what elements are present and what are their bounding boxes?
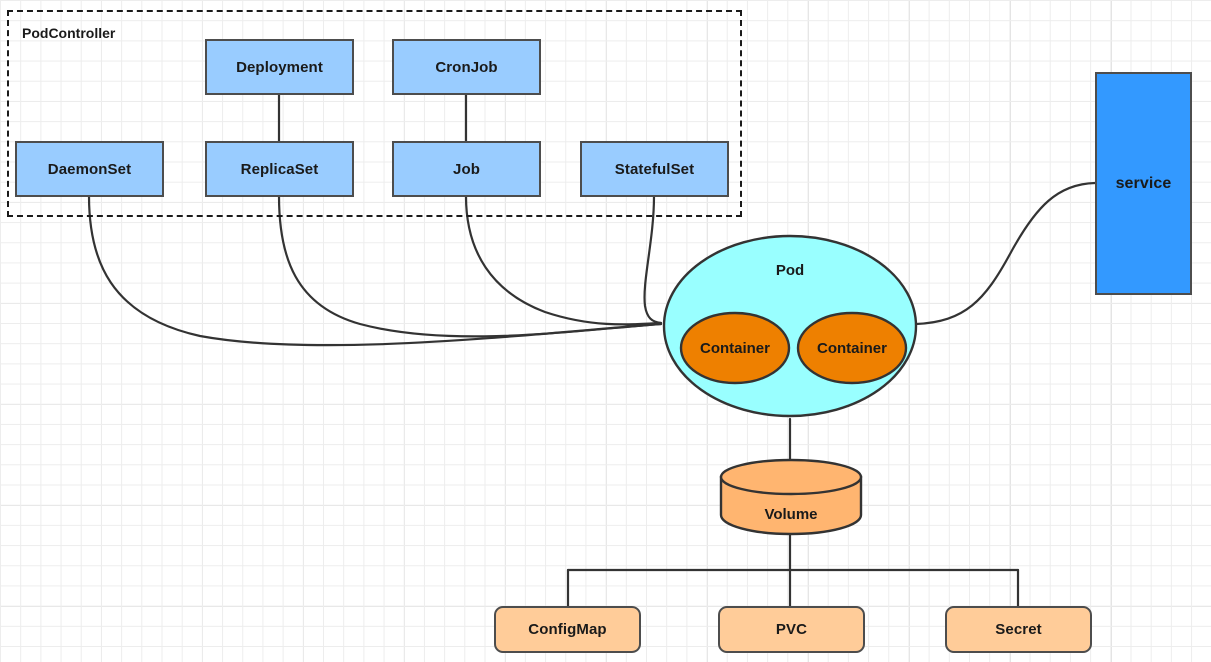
volume-shape[interactable] (718, 458, 864, 538)
edge-daemonset-pod (87, 194, 663, 347)
container-2-label: Container (816, 340, 887, 357)
node-daemonset-label: DaemonSet (47, 160, 132, 178)
pod-controller-group-label: PodController (22, 25, 116, 41)
node-pvc[interactable]: PVC (718, 606, 865, 653)
node-job-label: Job (453, 160, 480, 178)
node-configmap-label: ConfigMap (528, 621, 607, 638)
container-1-label: Container (699, 340, 770, 357)
container-1-ellipse (679, 311, 791, 385)
node-replicaset[interactable]: ReplicaSet (205, 141, 354, 197)
node-pod-label: Pod (775, 262, 805, 279)
node-job[interactable]: Job (392, 141, 541, 197)
node-statefulset-label: StatefulSet (614, 160, 695, 178)
node-secret-label: Secret (995, 621, 1042, 638)
node-volume-label: Volume (764, 506, 818, 523)
node-service[interactable]: service (1095, 72, 1192, 295)
pod-shape[interactable] (655, 232, 925, 428)
edge-replicaset-pod (277, 194, 663, 338)
edge-pod-service (914, 181, 1097, 326)
node-statefulset[interactable]: StatefulSet (580, 141, 729, 197)
node-cronjob-label: CronJob (435, 58, 498, 76)
node-deployment-label: Deployment (236, 58, 323, 76)
node-deployment[interactable]: Deployment (205, 39, 354, 95)
node-cronjob[interactable]: CronJob (392, 39, 541, 95)
node-configmap[interactable]: ConfigMap (494, 606, 641, 653)
node-pvc-label: PVC (775, 621, 808, 638)
container-2-ellipse (796, 311, 908, 385)
volume-cylinder-top (719, 458, 863, 496)
node-replicaset-label: ReplicaSet (240, 160, 319, 178)
node-secret[interactable]: Secret (945, 606, 1092, 653)
node-daemonset[interactable]: DaemonSet (15, 141, 164, 197)
node-service-label: service (1115, 174, 1172, 192)
